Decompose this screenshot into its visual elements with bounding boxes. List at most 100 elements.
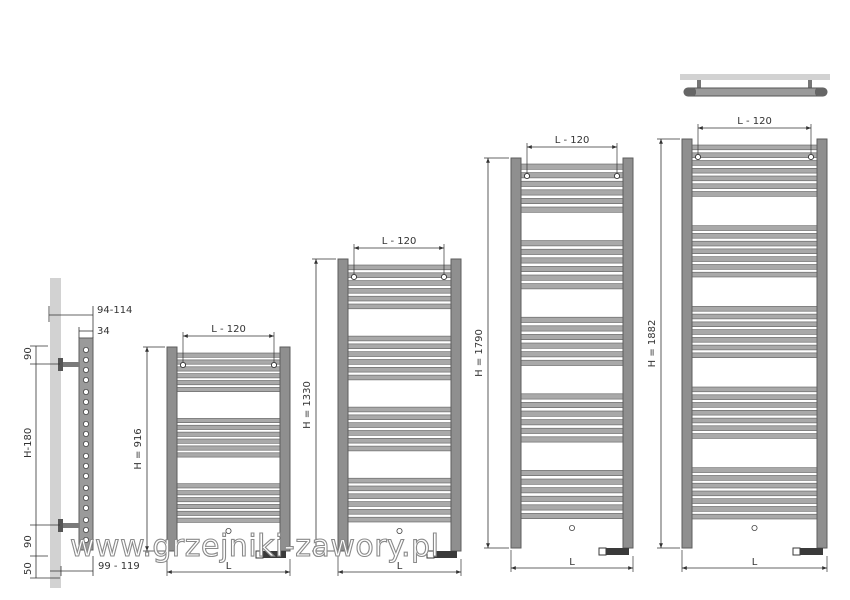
radiator-bar [691,394,818,400]
radiator-bar [520,240,624,247]
mount-point [350,273,358,281]
radiator-bar [347,374,452,381]
radiator-bar [520,172,624,179]
mount-point [807,153,815,161]
left-rail [166,346,178,552]
radiator-bar [691,433,818,439]
radiator-bar [520,427,624,434]
spacing-label: L - 120 [737,116,772,127]
radiator-bar [347,477,452,484]
radiator-bar [347,351,452,357]
radiator-bar [691,264,818,270]
spacing-label: L - 120 [555,135,590,146]
depth-label: 34 [97,326,110,337]
radiator-bar [520,478,624,485]
valve [256,551,286,558]
radiator-bar [176,387,281,392]
side-hole [83,356,90,363]
valve [793,548,823,555]
radiator-bar [691,506,818,512]
width-label: L [226,561,232,572]
radiator-bar [347,445,452,452]
bottom-bracket [58,519,79,532]
top-width-label: 94-114 [97,305,132,316]
drain-point [751,525,758,532]
radiator-bar [347,437,452,444]
side-hole [83,388,90,395]
bottom-offset-label: 90 [23,535,34,548]
radiator-bar [520,470,624,476]
radiator-bar [347,359,452,365]
valve-cap [792,547,801,556]
radiator-bar [691,321,818,327]
radiator-bar [691,306,818,312]
side-hole [83,527,90,534]
radiator-bar [347,406,452,413]
axis-label: H-180 [23,428,34,458]
radiator-bar [520,266,624,272]
width-label: L [569,557,575,568]
left-rail [681,138,693,549]
radiator-bar [347,501,452,507]
valve [599,548,629,555]
radiator-bar [691,482,818,489]
radiator-bar [691,337,818,343]
radiator-bar [520,248,624,255]
side-hole [83,430,90,437]
radiator-bar [176,431,281,437]
right-rail [816,138,828,549]
radiator-bar [520,402,624,408]
height-label: H = 1882 [647,320,658,368]
radiator-bar [691,248,818,254]
radiator-bar [176,445,281,451]
side-hole [83,504,90,511]
height-label: H = 1330 [302,381,313,429]
radiator-bar [176,517,281,523]
radiator-bar [691,168,818,174]
left-rail [510,157,522,549]
radiator-bar [520,163,624,170]
radiator-bar [520,283,624,290]
radiator-bar [176,497,281,503]
radiator-bar [691,160,818,166]
height-label: H = 916 [133,428,144,469]
radiator-bar [520,274,624,281]
radiator-bar [520,393,624,400]
radiator-bar [176,438,281,444]
side-hole [83,398,90,405]
radiator-bar [691,425,818,431]
side-hole [83,472,90,479]
radiator-bar [347,430,452,436]
radiator-bar [691,409,818,416]
radiator-bar [176,418,281,423]
side-holes [83,346,90,544]
radiator-bar [347,343,452,349]
radiator-bar [691,225,818,231]
top-offset-label: 90 [23,347,34,360]
radiator-bar [520,334,624,340]
right-rail [450,258,462,552]
bottom-width-label: 99 - 119 [98,561,140,572]
mount-point [270,361,278,369]
side-hole [83,366,90,373]
side-hole [83,537,90,544]
radiator-bar [520,189,624,196]
radiator-bar [691,240,818,247]
top-view-wall [680,74,830,80]
radiator-bar [176,373,281,379]
radiator-bar [347,303,452,310]
width-label: L [752,557,758,568]
width-label: L [397,561,403,572]
floor-label: 50 [23,562,34,575]
radiator-bar [520,419,624,426]
radiator-bar [691,467,818,473]
top-bracket [58,358,79,371]
side-hole [83,494,90,501]
left-rail [337,258,349,552]
radiator-bar [520,513,624,520]
